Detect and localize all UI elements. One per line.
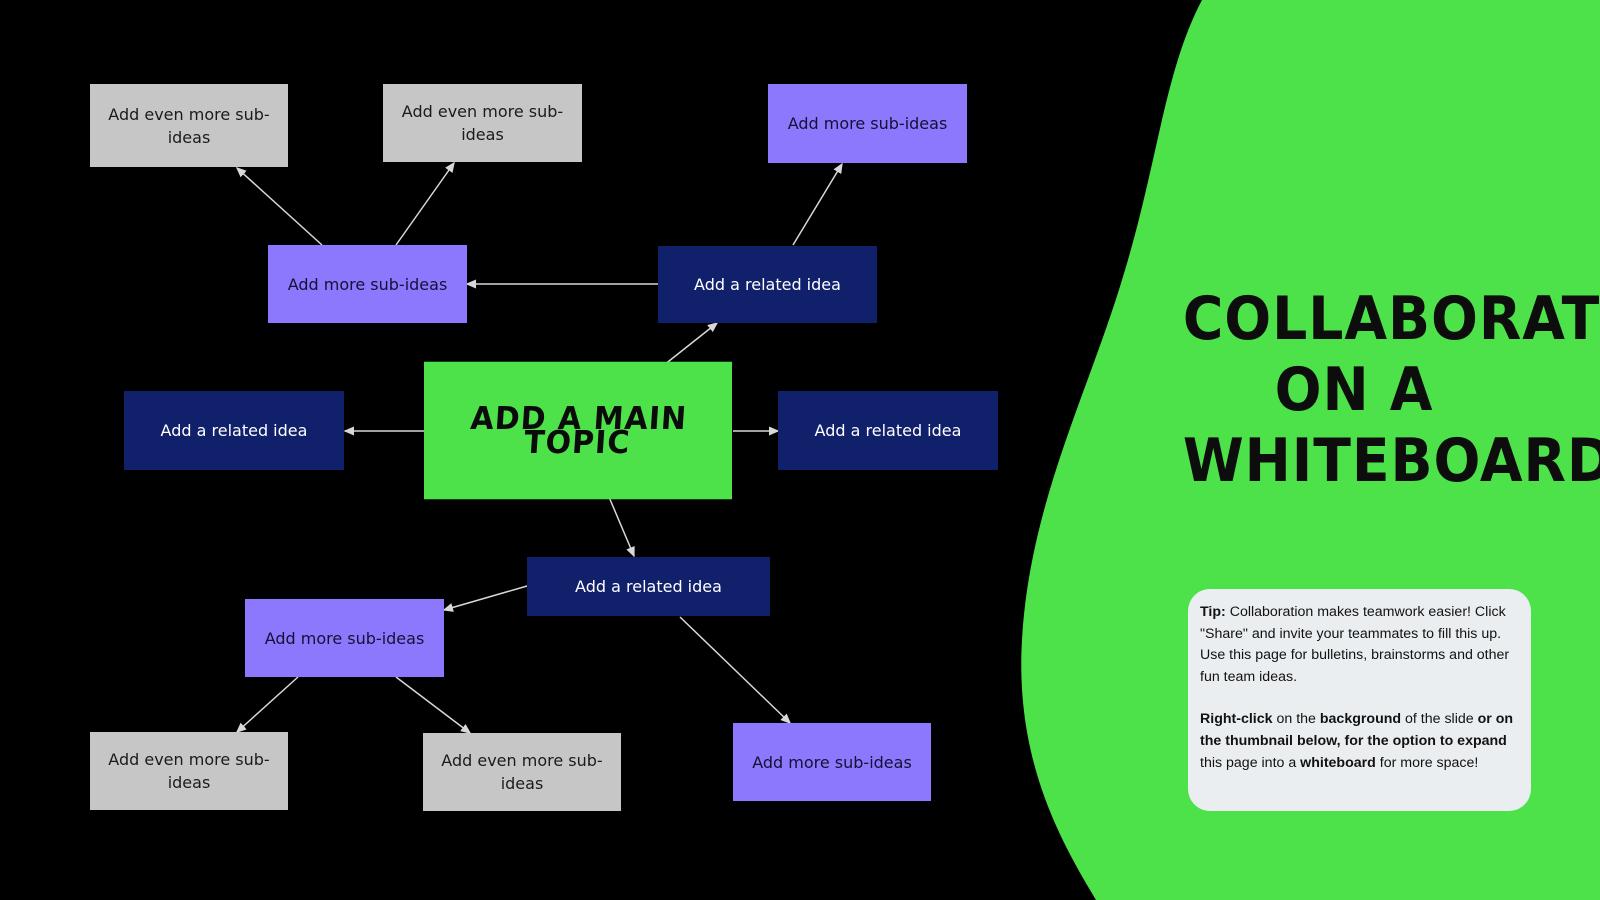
- node-label: Add more sub-ideas: [264, 628, 425, 648]
- tip-this-page: this page into a: [1200, 754, 1301, 771]
- node-label: Add a related idea: [160, 421, 308, 440]
- arrow-main-to-top: [663, 322, 719, 366]
- arrow-main-to-bottom: [608, 496, 635, 558]
- tip-of-slide: of the slide: [1401, 711, 1478, 728]
- sub-ideas-node-bottom-right[interactable]: Add more sub-ideas: [733, 723, 931, 801]
- sub-ideas-node-top-right[interactable]: Add more sub-ideas: [768, 84, 967, 163]
- even-more-sub-ideas-node-2[interactable]: Add even more sub-ideas: [383, 84, 582, 162]
- arrow-related-to-sub-top-right: [792, 162, 843, 246]
- node-label: Add more sub-ideas: [752, 752, 912, 772]
- main-topic-label: ADD A MAIN TOPIC: [469, 400, 689, 461]
- tip-paragraph-2: Right-click on the background of the sli…: [1200, 709, 1517, 774]
- node-label: Add even more sub-ideas: [108, 750, 270, 792]
- node-label: Add more sub-ideas: [787, 114, 948, 133]
- node-label: Add a related idea: [575, 577, 722, 596]
- arrow-sub-to-even-more-4: [395, 676, 472, 734]
- headline-line-2: ON A: [1274, 355, 1434, 425]
- tip-label: Tip:: [1200, 604, 1226, 620]
- related-idea-node-left[interactable]: Add a related idea: [124, 391, 344, 470]
- headline-line-3: WHITEBOARD: [1182, 426, 1600, 496]
- node-label: Add a related idea: [694, 275, 841, 294]
- tip-right-click: Right-click: [1200, 711, 1273, 728]
- tip-whiteboard: whiteboard: [1300, 754, 1376, 771]
- related-idea-node-right[interactable]: Add a related idea: [778, 391, 998, 470]
- tip-text-1: Collaboration makes teamwork easier! Cli…: [1200, 604, 1510, 685]
- node-label: Add more sub-ideas: [287, 274, 448, 294]
- related-idea-node-top[interactable]: Add a related idea: [658, 246, 877, 323]
- tip-paragraph-1: Tip: Collaboration makes teamwork easier…: [1200, 602, 1517, 688]
- sub-ideas-node-bottom-left[interactable]: Add more sub-ideas: [245, 599, 444, 677]
- tip-on-the: on the: [1272, 711, 1320, 728]
- sub-ideas-node-top-left[interactable]: Add more sub-ideas: [268, 245, 467, 323]
- headline-line-1: COLLABORATE: [1182, 284, 1600, 354]
- tip-background: background: [1319, 711, 1402, 728]
- even-more-sub-ideas-node-1[interactable]: Add even more sub-ideas: [90, 84, 288, 167]
- related-idea-node-bottom[interactable]: Add a related idea: [527, 557, 770, 616]
- arrow-related-to-sub-bottom-right: [679, 616, 792, 725]
- arrow-sub-to-even-more-3: [235, 676, 299, 734]
- main-topic-node[interactable]: ADD A MAIN TOPIC: [424, 361, 732, 500]
- node-label: Add even more sub-ideas: [401, 102, 564, 144]
- tip-or-thumbnail: or on the thumbnail below, for the optio…: [1200, 711, 1514, 749]
- even-more-sub-ideas-node-4[interactable]: Add even more sub-ideas: [423, 733, 621, 811]
- arrow-sub-to-even-more-1: [235, 166, 323, 246]
- node-label: Add even more sub-ideas: [441, 751, 603, 793]
- node-label: Add a related idea: [814, 421, 962, 440]
- tip-card: Tip: Collaboration makes teamwork easier…: [1188, 589, 1531, 811]
- even-more-sub-ideas-node-3[interactable]: Add even more sub-ideas: [90, 732, 288, 810]
- node-label: Add even more sub-ideas: [108, 104, 270, 147]
- headline: COLLABORATE ON A WHITEBOARD: [1168, 284, 1600, 497]
- arrow-sub-to-even-more-2: [395, 161, 455, 246]
- tip-for-more: for more space!: [1375, 754, 1479, 771]
- arrow-related-to-sub-bottom-left: [442, 585, 528, 612]
